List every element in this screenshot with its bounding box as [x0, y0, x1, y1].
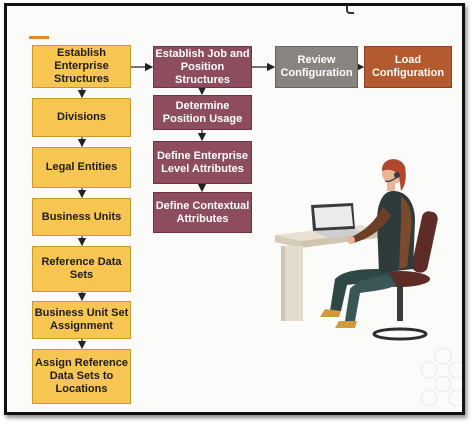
step-define-contextual-attributes: Define Contextual Attributes: [153, 192, 252, 233]
connector-arrows: [77, 62, 365, 350]
step-divisions: Divisions: [32, 98, 131, 137]
step-assign-reference-data-sets-to-locations: Assign Reference Data Sets to Locations: [32, 349, 131, 404]
accent-line: [29, 36, 49, 39]
step-load-configuration: Load Configuration: [364, 46, 452, 88]
step-legal-entities: Legal Entities: [32, 147, 131, 188]
step-establish-job-and-position-structures: Establish Job and Position Structures: [153, 46, 252, 88]
person-at-desk-icon: [275, 159, 438, 341]
diagram-frame: Establish Enterprise Structures Division…: [4, 3, 465, 415]
decorative-mark: [346, 6, 354, 14]
decorative-pattern: [420, 347, 462, 406]
step-establish-enterprise-structures: Establish Enterprise Structures: [32, 45, 131, 88]
step-reference-data-sets: Reference Data Sets: [32, 246, 131, 292]
step-business-units: Business Units: [32, 198, 131, 236]
step-define-enterprise-level-attributes: Define Enterprise Level Attributes: [153, 141, 252, 184]
step-review-configuration: Review Configuration: [275, 46, 358, 88]
step-business-unit-set-assignment: Business Unit Set Assignment: [32, 301, 131, 339]
step-determine-position-usage: Determine Position Usage: [153, 95, 252, 130]
